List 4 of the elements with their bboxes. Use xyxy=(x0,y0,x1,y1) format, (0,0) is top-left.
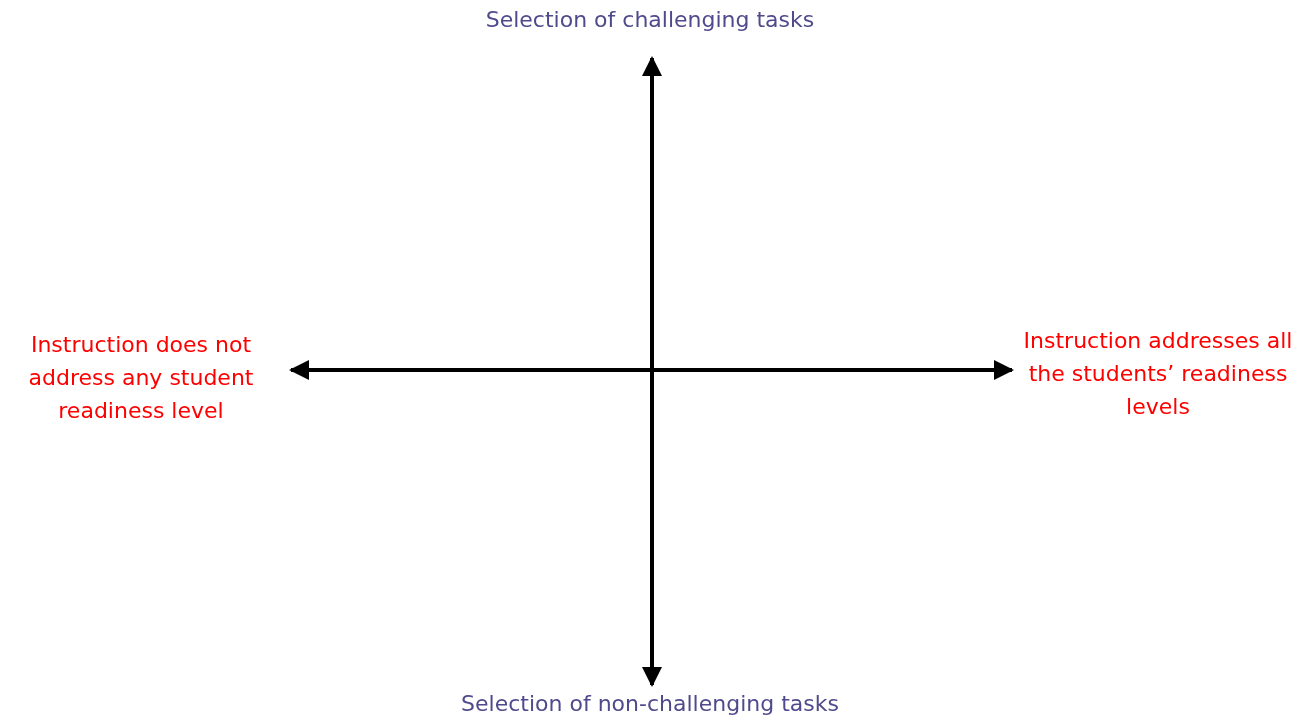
axis-label: Selection of challenging tasks xyxy=(484,6,816,34)
axis-label: Instruction addresses all the students’ readiness levels xyxy=(1022,327,1294,421)
axis-label: Instruction does not address any student readiness level xyxy=(27,331,255,425)
axis-label: Selection of non-challenging tasks xyxy=(460,690,840,718)
